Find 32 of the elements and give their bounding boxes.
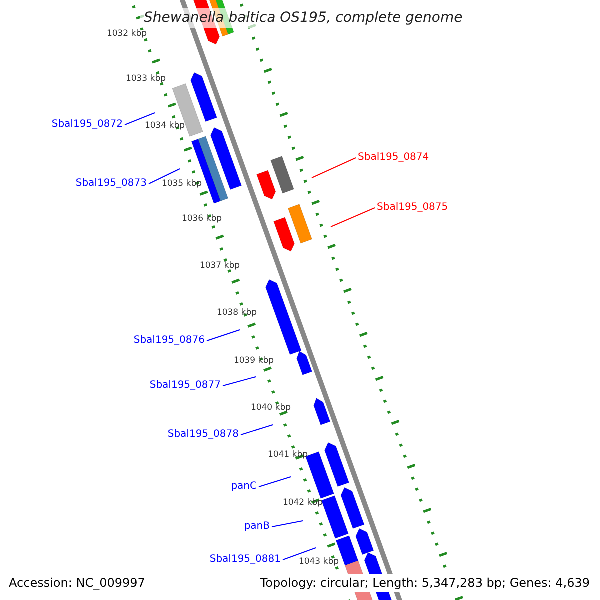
gene-label: Sbal195_0875 [377, 202, 448, 214]
position-label: 1036 kbp [182, 214, 222, 224]
gene-label: Sbal195_0881 [210, 554, 281, 566]
position-label: 1043 kbp [298, 557, 339, 567]
position-label: 1035 kbp [162, 179, 202, 189]
position-label: 1038 kbp [216, 308, 257, 318]
gene-label: Sbal195_0878 [168, 429, 239, 441]
gene-label: Sbal195_0876 [134, 335, 205, 347]
leader-line [222, 376, 256, 386]
leader-line [240, 424, 274, 436]
leader-line [148, 168, 180, 184]
gene-label: Sbal195_0877 [150, 380, 221, 392]
position-label: 1032 kbp [106, 29, 147, 39]
leader-line [258, 476, 292, 488]
gene-label: Sbal195_0872 [52, 119, 123, 131]
position-label: 1039 kbp [234, 356, 274, 366]
leader-line [124, 112, 156, 126]
position-label: 1042 kbp [282, 498, 323, 508]
gene-label: panC [231, 481, 257, 493]
gene-label: panB [244, 521, 270, 533]
leader-line [206, 330, 240, 342]
leader-line [312, 158, 356, 178]
genome-info-label: Topology: circular; Length: 5,347,283 bp; Genes: 4,639 [260, 574, 590, 592]
gene-label: Sbal195_0874 [358, 152, 430, 164]
leader-line [272, 520, 304, 528]
position-label: 1033 kbp [126, 74, 166, 84]
position-label: 1034 kbp [144, 121, 185, 131]
gene-label: Sbal195_0873 [76, 178, 147, 190]
position-label: 1040 kbp [250, 403, 291, 413]
position-label: 1037 kbp [200, 261, 240, 271]
leader-line [330, 208, 376, 228]
leader-line [282, 548, 316, 560]
